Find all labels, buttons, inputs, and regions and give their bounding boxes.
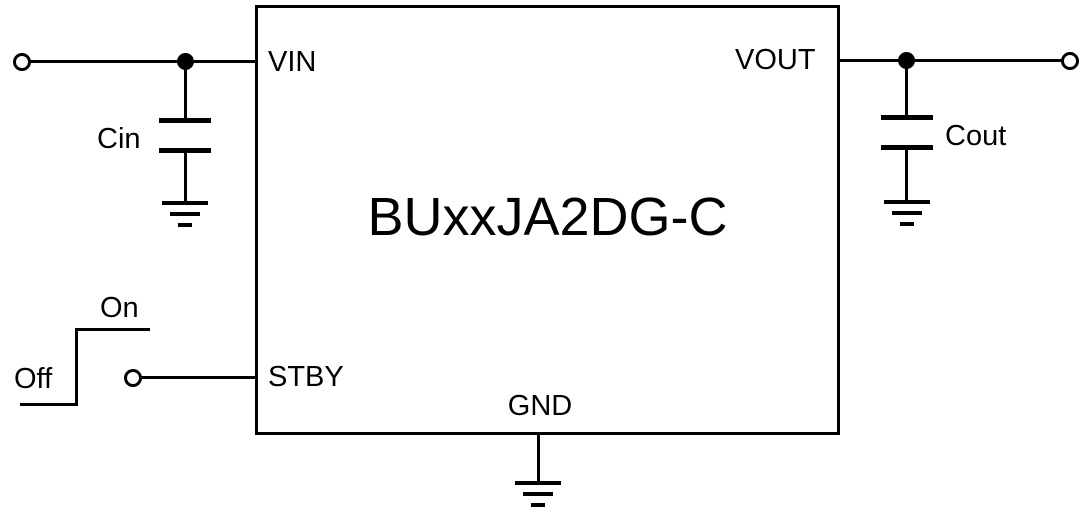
cout-plate-top <box>881 115 933 120</box>
cout-plate-bottom <box>881 145 933 150</box>
gnd-wire <box>537 432 540 481</box>
gnd-ground-icon <box>515 481 561 485</box>
cin-plate-bottom <box>159 148 211 153</box>
ic-body <box>255 5 840 435</box>
step-edge-line <box>75 328 78 406</box>
on-label: On <box>100 292 139 324</box>
ic-part-number: BUxxJA2DG-C <box>367 187 728 247</box>
cin-wire-bottom <box>184 153 187 201</box>
cout-wire-bottom <box>905 150 908 200</box>
gnd-ground-icon <box>523 492 553 496</box>
gnd-ground-icon <box>531 503 545 507</box>
cin-label: Cin <box>97 123 141 155</box>
vout-wire <box>837 59 1064 62</box>
cout-ground-icon <box>884 200 930 204</box>
vin-wire <box>28 60 255 63</box>
cout-wire-top <box>905 60 908 115</box>
step-low-line <box>20 403 78 406</box>
cin-wire-top <box>184 61 187 118</box>
pin-label-vin: VIN <box>268 46 317 78</box>
cin-ground-icon <box>170 212 200 216</box>
cout-ground-icon <box>900 222 914 226</box>
cin-plate-top <box>159 118 211 123</box>
cin-ground-icon <box>178 223 192 227</box>
step-high-line <box>75 328 150 331</box>
cin-ground-icon <box>162 201 208 205</box>
off-label: Off <box>14 363 53 395</box>
pin-label-vout: VOUT <box>735 44 816 76</box>
pin-label-stby: STBY <box>268 361 344 393</box>
pin-label-gnd: GND <box>507 390 573 422</box>
cout-ground-icon <box>892 211 922 215</box>
output-terminal <box>1061 52 1079 70</box>
stby-wire <box>139 376 255 379</box>
cout-label: Cout <box>945 120 1007 152</box>
